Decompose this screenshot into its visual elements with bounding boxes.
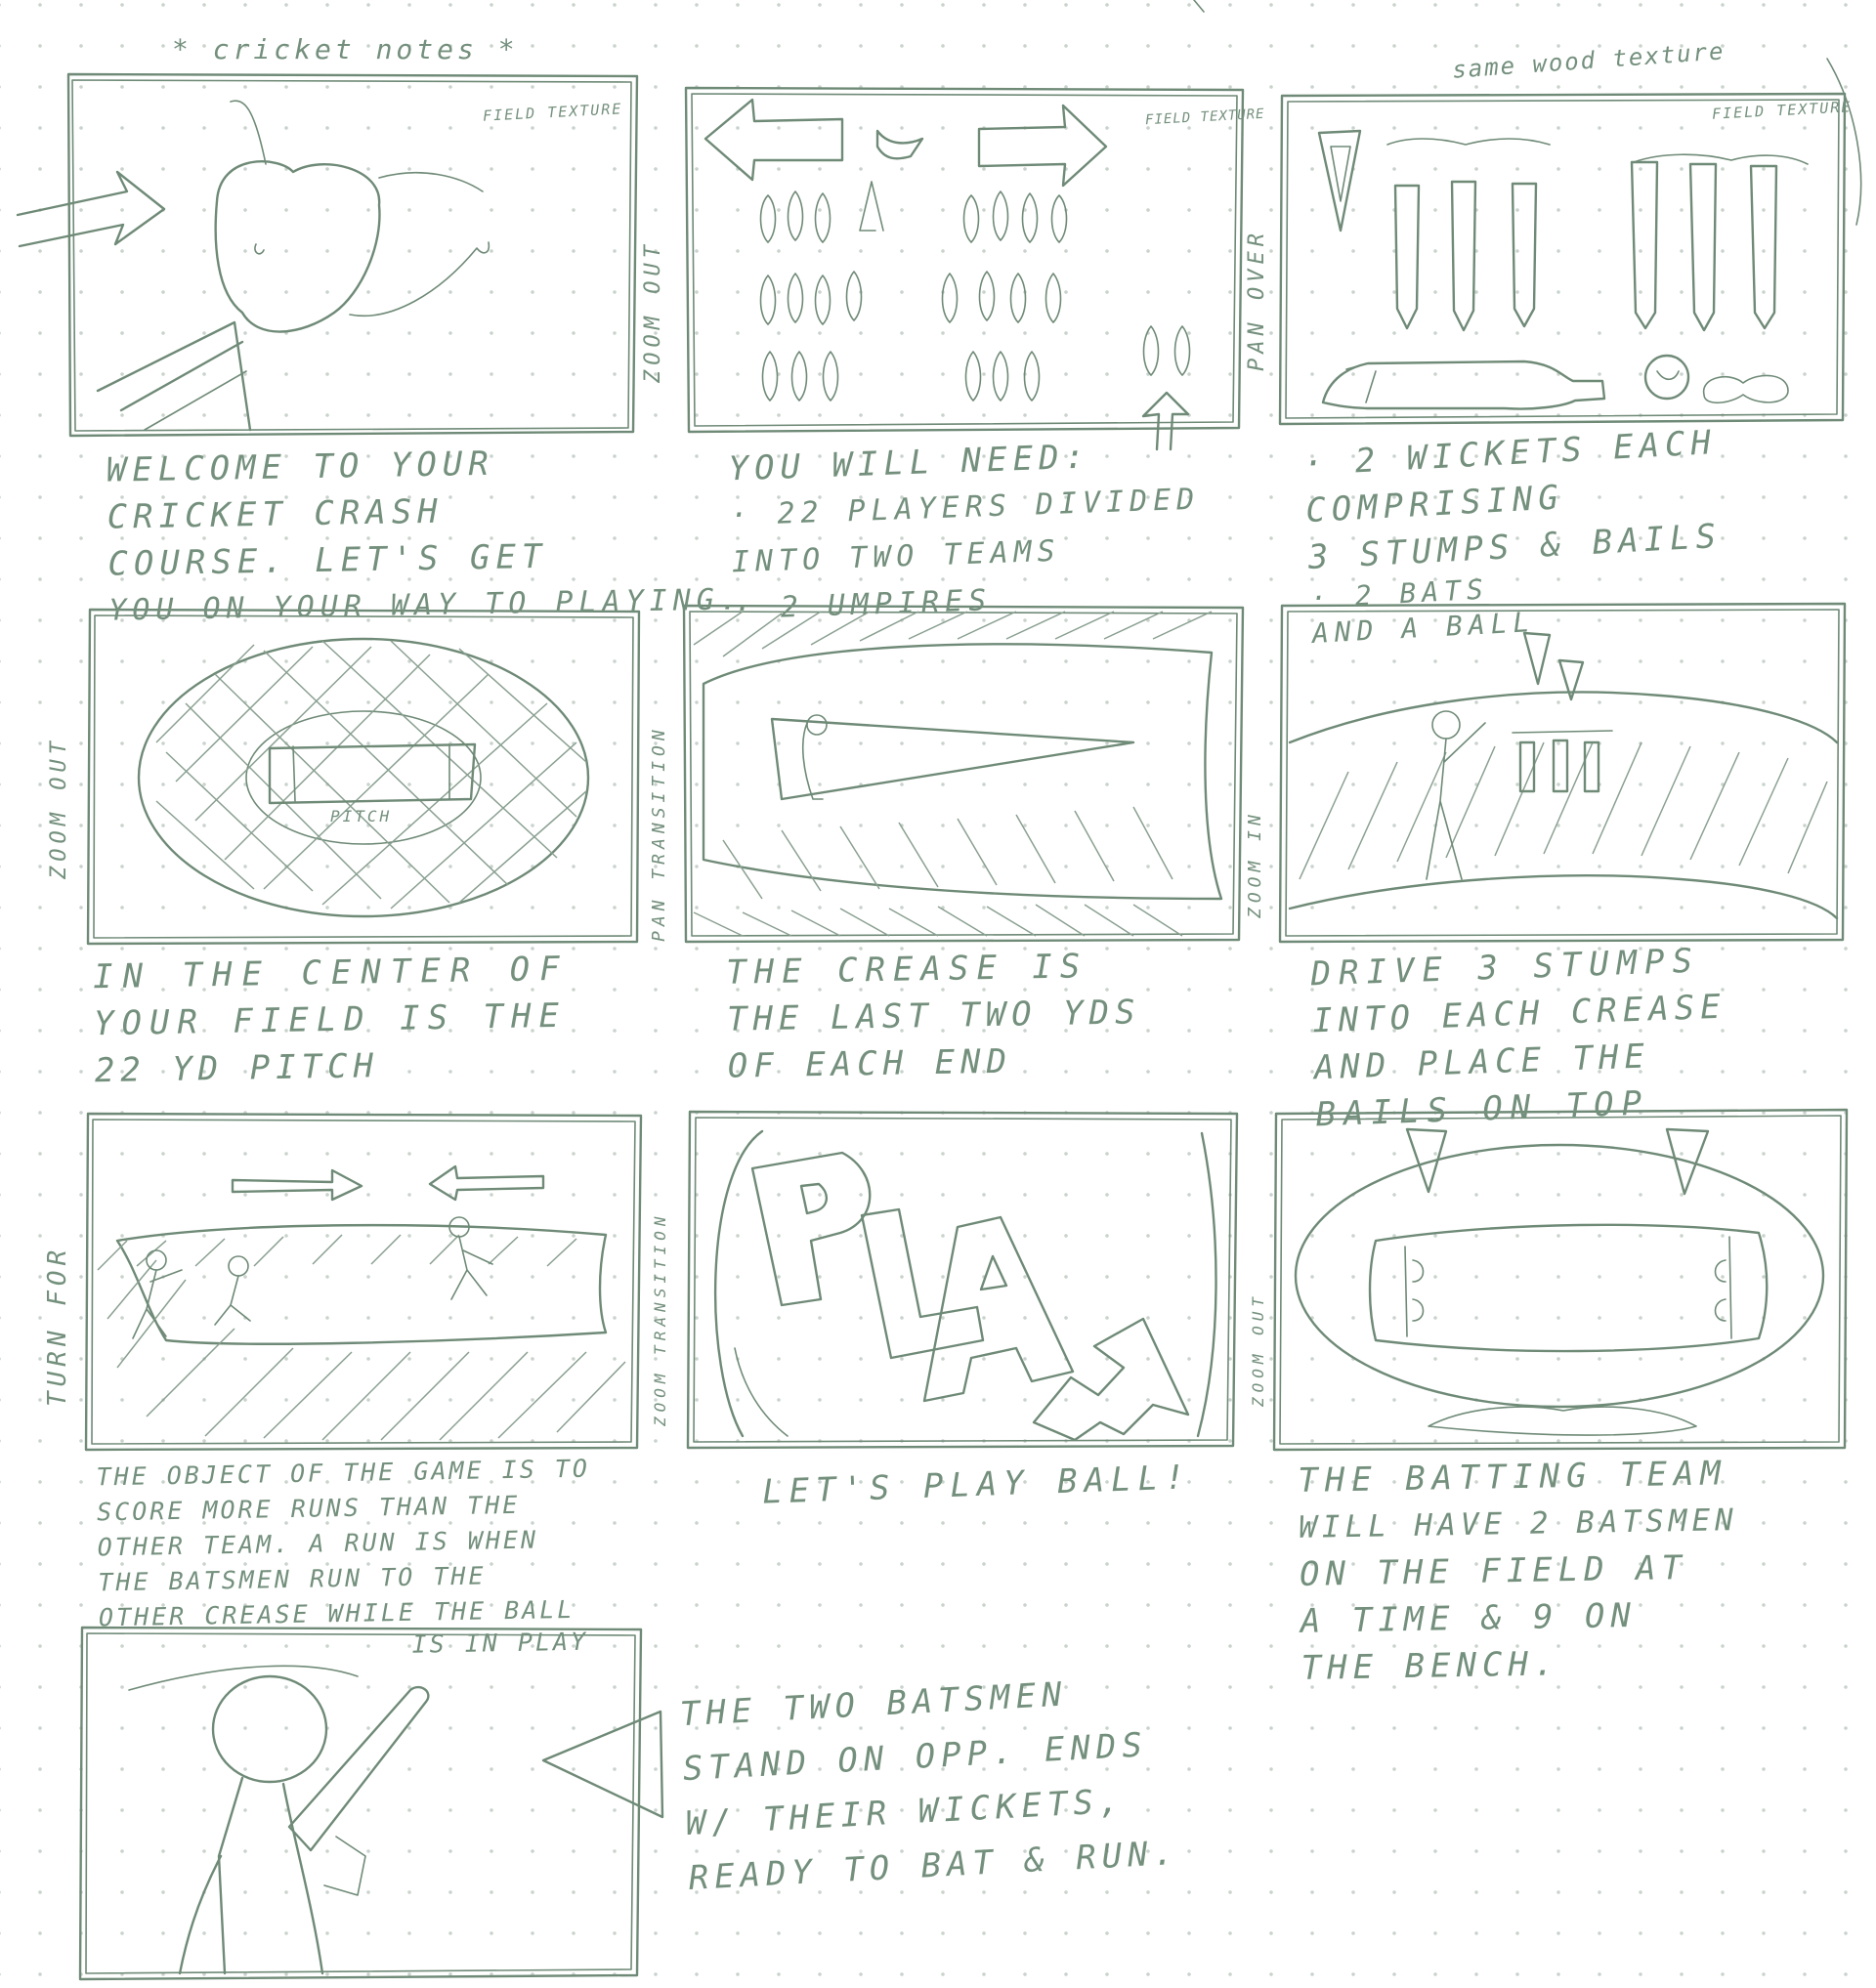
caption-line: ON THE FIELD AT bbox=[1299, 1547, 1688, 1594]
panel-9-side-note: ZOOM OUT bbox=[1249, 1291, 1267, 1407]
caption-line: THE CREASE IS bbox=[725, 947, 1088, 993]
panel-5-side-note: PAN TRANSITION bbox=[649, 725, 669, 942]
panel-7-frame bbox=[84, 1112, 643, 1452]
caption-line: THE BENCH. bbox=[1300, 1644, 1560, 1688]
margin-curve-icon bbox=[1826, 58, 1862, 226]
panel-9-frame bbox=[1272, 1108, 1849, 1452]
panel-9-caption: THE BATTING TEAM WILL HAVE 2 BATSMEN ON … bbox=[1298, 1450, 1741, 1692]
caption-line: OF EACH END bbox=[727, 1041, 1013, 1086]
panel-6-frame bbox=[1278, 602, 1847, 944]
batsman-with-bat-icon bbox=[128, 1665, 664, 1975]
panel-8-side-note: ZOOM TRANSITION bbox=[651, 1211, 669, 1427]
panel-1-caption: WELCOME TO YOUR CRICKET CRASH COURSE. LE… bbox=[106, 436, 744, 634]
pitch-crease-icon bbox=[693, 611, 1223, 937]
pencil-mark-icon bbox=[1193, 0, 1205, 13]
panel-10-caption: THE TWO BATSMEN STAND ON OPP. ENDS W/ TH… bbox=[678, 1662, 1180, 1906]
play-ball-lettering-icon bbox=[714, 1129, 1217, 1442]
panel-2-frame bbox=[684, 86, 1245, 434]
caption-line: IN THE CENTER OF bbox=[92, 949, 570, 997]
panel-3-caption: · 2 WICKETS EACH COMPRISING 3 STUMPS & B… bbox=[1302, 419, 1727, 652]
batsmen-running-icon bbox=[97, 1164, 626, 1441]
stadium-field-icon bbox=[137, 637, 590, 918]
panel-1-frame bbox=[66, 72, 639, 438]
panel-5-side-note-2: ZOOM IN bbox=[1245, 810, 1265, 918]
page-title: * cricket notes * bbox=[172, 33, 519, 65]
caption-line: WILL HAVE 2 BATSMEN bbox=[1298, 1502, 1739, 1545]
panel-3-frame bbox=[1278, 92, 1847, 426]
panel-7-side-note: TURN FOR bbox=[43, 1245, 72, 1407]
pitch-label: PITCH bbox=[330, 807, 393, 825]
panel-6-caption: DRIVE 3 STUMPS INTO EACH CREASE AND PLAC… bbox=[1310, 937, 1730, 1139]
caption-line: THE LAST TWO YDS bbox=[726, 993, 1141, 1039]
panel-4-caption: IN THE CENTER OF YOUR FIELD IS THE 22 YD… bbox=[93, 946, 572, 1094]
caption-line: A TIME & 9 ON bbox=[1300, 1595, 1638, 1641]
panel-8-frame bbox=[686, 1110, 1239, 1450]
driving-stumps-icon bbox=[1288, 631, 1839, 920]
caption-line: THE BATTING TEAM bbox=[1298, 1454, 1728, 1501]
two-teams-players-icon bbox=[704, 98, 1191, 451]
field-overview-bench-icon bbox=[1294, 1127, 1825, 1436]
panel-4-frame bbox=[86, 608, 641, 946]
panel-4-side-note: ZOOM OUT bbox=[47, 737, 71, 879]
wickets-stumps-bat-ball-icon bbox=[1317, 129, 1809, 410]
panel-10-frame bbox=[78, 1626, 643, 1981]
panel-5-caption: THE CREASE IS THE LAST TWO YDS OF EACH E… bbox=[726, 942, 1142, 1089]
caption-line: YOUR FIELD IS THE bbox=[93, 995, 568, 1044]
caption-line: 22 YD PITCH bbox=[94, 1046, 380, 1091]
panel-2-caption: YOU WILL NEED: · 22 PLAYERS DIVIDED INTO… bbox=[728, 430, 1205, 634]
cricket-ball-character-icon bbox=[16, 100, 490, 432]
panel-7-caption: THE OBJECT OF THE GAME IS TO SCORE MORE … bbox=[96, 1452, 593, 1666]
panel-2-side-note: PAN OVER bbox=[1245, 229, 1269, 371]
panel-1-side-note: ZOOM OUT bbox=[641, 240, 665, 383]
panel-5-frame bbox=[682, 604, 1245, 944]
